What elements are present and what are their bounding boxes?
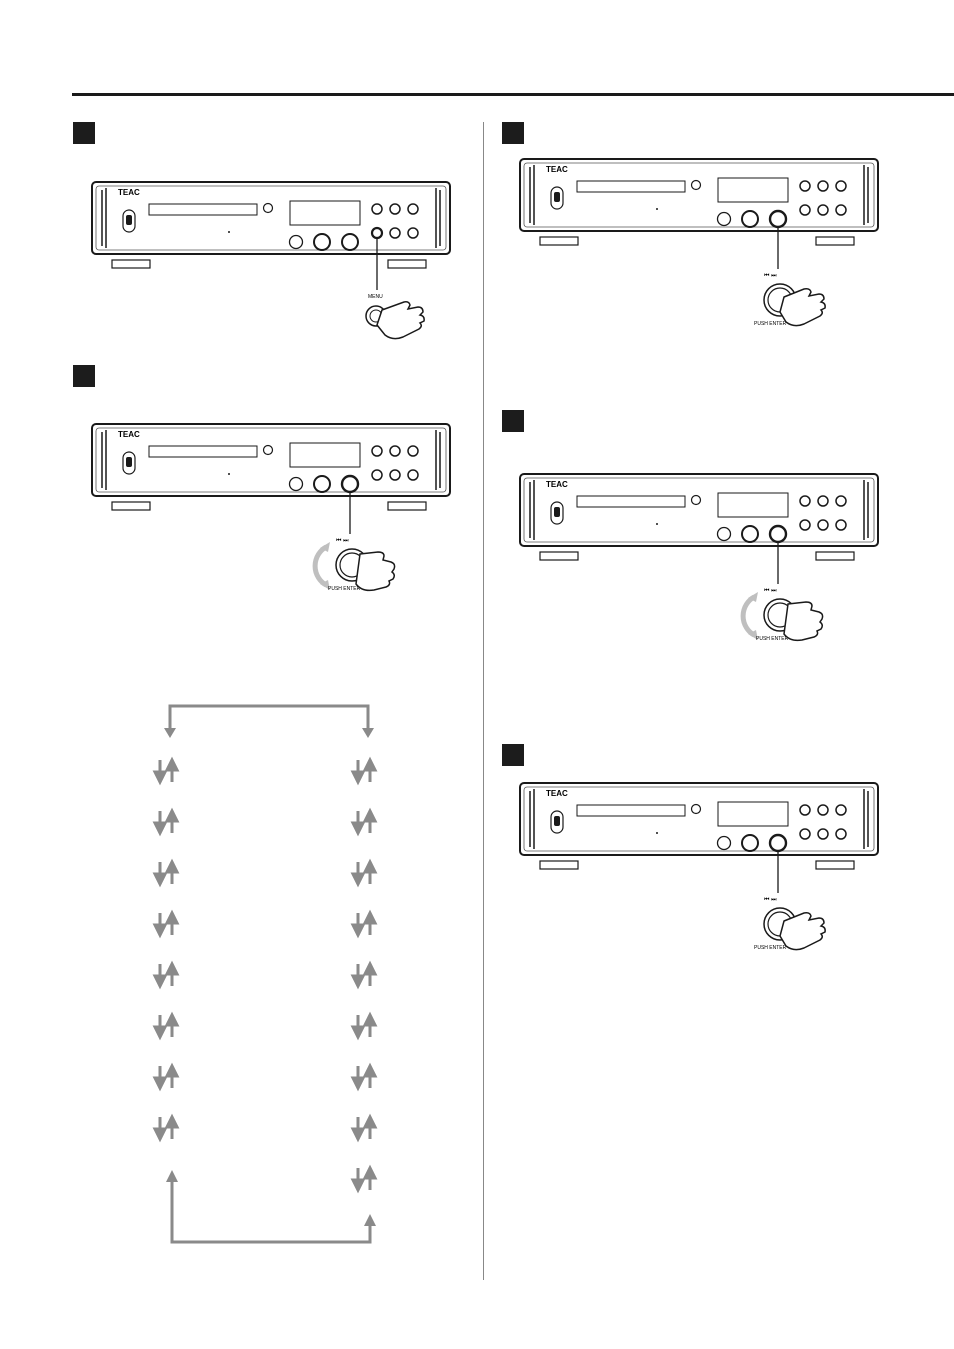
settings-cycle-flowchart [150, 700, 390, 1255]
right-updown-arrows [350, 1011, 378, 1041]
left-updown-arrows [152, 756, 180, 786]
selector-knob [341, 233, 359, 251]
left-updown-arrows [152, 1011, 180, 1041]
right-updown-arrows [350, 1164, 378, 1194]
turning-hand-icon [355, 551, 396, 592]
push-enter-label: PUSH ENTER [754, 945, 787, 951]
left-updown-arrows [152, 1062, 180, 1092]
illustration-step4-rotate-knob: TEAC ⏮ ⏭ PUSH ENTER [516, 472, 886, 667]
loop-top-connector [168, 704, 370, 734]
left-updown-arrows [152, 807, 180, 837]
step-marker-2 [73, 365, 95, 387]
rotate-arrow-icon [312, 544, 328, 588]
column-divider [483, 122, 484, 1280]
brand-logo: TEAC [118, 188, 140, 197]
turning-hand-icon [783, 601, 824, 642]
menu-button-highlight [370, 226, 384, 240]
right-updown-arrows [350, 858, 378, 888]
display-window [289, 200, 361, 226]
step-marker-5 [502, 744, 524, 766]
brand-logo: TEAC [118, 430, 140, 439]
illustration-step5-press-knob: TEAC ⏮ ⏭ PUSH ENTER [516, 781, 886, 976]
device-front-panel: TEAC ⏮ ⏭ PUSH ENTER [519, 782, 879, 951]
loop-bottom-connector [170, 1178, 372, 1244]
device-front-panel: TEAC MENU [91, 181, 451, 340]
push-enter-label: PUSH ENTER [756, 636, 789, 642]
device-front-panel: TEAC ⏮ ⏭ PUSH ENTER [519, 473, 879, 642]
top-rule [72, 93, 954, 96]
right-updown-arrows [350, 756, 378, 786]
left-updown-arrows [152, 909, 180, 939]
brand-logo: TEAC [546, 165, 568, 174]
brand-logo: TEAC [546, 789, 568, 798]
right-updown-arrows [350, 1113, 378, 1143]
illustration-step2-rotate-knob: TEAC ⏮ ⏭ PUSH ENTER [88, 422, 458, 617]
push-enter-label: PUSH ENTER [328, 586, 361, 592]
flow-arrows [152, 704, 378, 1244]
volume-knob [313, 233, 331, 251]
device-front-panel: TEAC ⏮ ⏭ PUSH ENTER [519, 158, 879, 327]
right-updown-arrows [350, 807, 378, 837]
right-updown-arrows [350, 1062, 378, 1092]
pointing-hand-icon [779, 288, 826, 327]
illustration-step1-press-menu: TEAC MENU [88, 180, 458, 365]
right-updown-arrows [350, 909, 378, 939]
disc-tray [148, 203, 258, 216]
pointing-hand-icon [779, 912, 826, 951]
illustration-step3-press-knob: TEAC ⏮ ⏭ PUSH ENTER [516, 157, 886, 352]
knob-symbols-label: ⏮ ⏭ [764, 273, 777, 279]
phones-jack [288, 234, 304, 250]
rotate-arrow-icon [740, 594, 756, 638]
push-enter-label: PUSH ENTER [754, 321, 787, 327]
knob-symbols-label: ⏮ ⏭ [336, 538, 349, 544]
step-marker-3 [502, 122, 524, 144]
brand-logo: TEAC [546, 480, 568, 489]
device-front-panel: TEAC ⏮ ⏭ PUSH ENTER [91, 423, 451, 592]
left-updown-arrows [152, 858, 180, 888]
knob-symbols-label: ⏮ ⏭ [764, 588, 777, 594]
left-updown-arrows [152, 1113, 180, 1143]
knob-symbols-label: ⏮ ⏭ [764, 897, 777, 903]
step-marker-1 [73, 122, 95, 144]
left-updown-arrows [152, 960, 180, 990]
menu-callout-label: MENU [368, 294, 383, 300]
pointing-hand-icon [376, 301, 425, 340]
right-updown-arrows [350, 960, 378, 990]
step-marker-4 [502, 410, 524, 432]
